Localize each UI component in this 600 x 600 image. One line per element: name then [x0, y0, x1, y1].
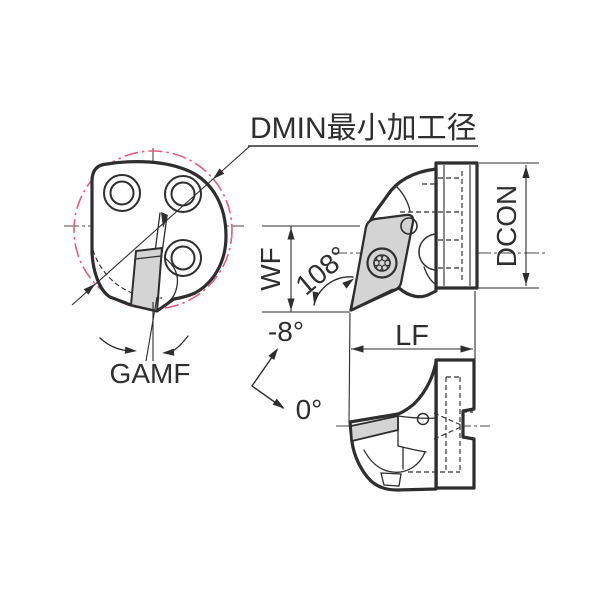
front-hidden-arc: [92, 249, 163, 299]
front-pocket-details: [154, 212, 179, 303]
lf-label: LF: [395, 320, 429, 352]
side-insert: [349, 213, 415, 312]
front-insert-top-face-line: [134, 255, 162, 260]
front-insert: [130, 247, 163, 312]
wf-dimension: WF: [255, 225, 360, 313]
bottom-block-outline: [434, 358, 476, 490]
inclination-angle-label: 0°: [296, 394, 323, 425]
lf-dimension: LF: [348, 291, 476, 423]
dmin-callout: DMIN最小加工径: [248, 112, 478, 147]
tip-extension-line: [348, 312, 351, 423]
included-angle-dimension: 108°: [290, 240, 354, 306]
angle-range-arrow: [251, 349, 284, 409]
side-clamp-block: [434, 161, 479, 290]
gamf-label: GAMF: [110, 358, 191, 389]
insert-screw: [366, 247, 398, 279]
dcon-dimension: DCON: [477, 162, 539, 289]
side-boss-arc: [418, 233, 438, 271]
rake-angle-label: -8°: [268, 316, 304, 347]
side-pocket-top-line: [395, 185, 411, 212]
dmin-label: DMIN最小加工径: [250, 112, 477, 145]
gamf-tilted-reference: [145, 296, 158, 362]
included-angle-label: 108°: [290, 240, 354, 301]
rake-angle-callout: -8° 0°: [251, 316, 323, 425]
wf-label: WF: [255, 247, 286, 291]
bottom-details: [363, 412, 436, 487]
dcon-label: DCON: [491, 185, 522, 267]
front-view: [64, 145, 251, 362]
insert-corner-circle: [400, 217, 418, 235]
bottom-hidden-lines: [408, 376, 473, 473]
side-view-upper: [332, 161, 546, 312]
bottom-view: [336, 358, 490, 492]
